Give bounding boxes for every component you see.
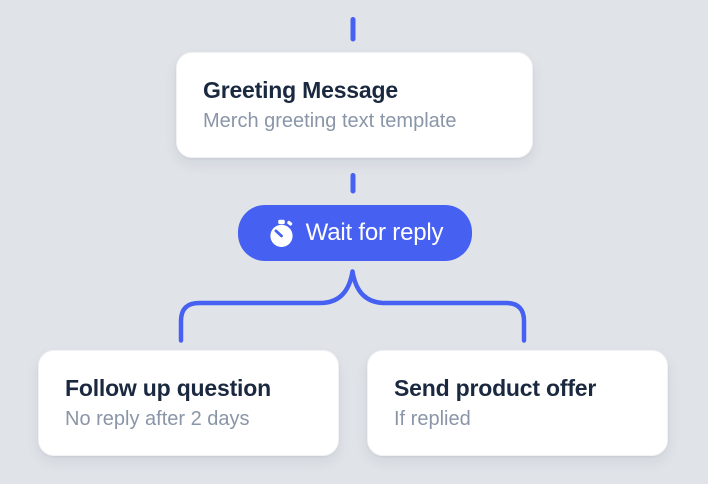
send-offer-title: Send product offer — [394, 374, 597, 401]
follow-up-title: Follow up question — [65, 374, 271, 401]
send-product-offer-node[interactable]: Send product offer If replied — [367, 350, 668, 456]
branch-brace — [178, 269, 527, 343]
wait-for-reply-button[interactable]: Wait for reply — [238, 205, 472, 261]
wait-for-reply-label: Wait for reply — [305, 219, 444, 246]
follow-up-question-node[interactable]: Follow up question No reply after 2 days — [38, 350, 339, 456]
greeting-message-node[interactable]: Greeting Message Merch greeting text tem… — [176, 52, 533, 158]
greeting-title: Greeting Message — [203, 76, 398, 103]
stopwatch-icon — [267, 219, 296, 248]
greeting-subtitle: Merch greeting text template — [203, 110, 457, 133]
send-offer-subtitle: If replied — [394, 408, 471, 431]
follow-up-subtitle: No reply after 2 days — [65, 408, 250, 431]
